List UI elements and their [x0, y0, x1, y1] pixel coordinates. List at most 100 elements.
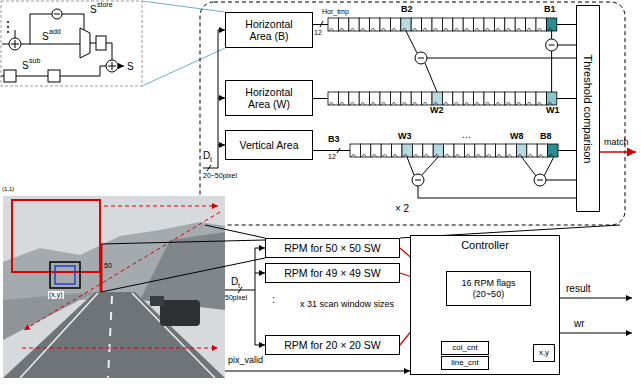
register-cell — [484, 92, 494, 105]
match-arrow — [600, 151, 636, 153]
subtractor-symbol — [546, 39, 558, 51]
block-label: Threshold comparison — [582, 54, 595, 163]
bus-name: Hor_tmp — [322, 8, 349, 16]
clock-mark — [495, 102, 500, 105]
comparator-block: Threshold comparison — [576, 5, 600, 212]
system-wires — [225, 371, 410, 372]
register-cell — [536, 92, 546, 105]
clock-mark — [350, 28, 355, 31]
signal-name: D — [203, 150, 210, 161]
input-bus — [313, 98, 328, 99]
register-cell — [546, 92, 556, 105]
block-label: Horizontal Area (W) — [237, 86, 301, 110]
clock-mark — [402, 102, 407, 105]
register-cell — [370, 18, 380, 31]
inset-circuit — [16, 76, 48, 77]
subtractor-symbol — [534, 174, 546, 186]
system-wires — [205, 225, 265, 238]
bus-width: 20~50pixel — [203, 172, 237, 180]
register-cell — [527, 144, 537, 157]
clock-mark — [361, 154, 366, 157]
shift-register — [328, 18, 557, 31]
inset-frame — [1, 1, 142, 86]
clock-mark — [351, 154, 356, 157]
subtractor-wires — [422, 157, 438, 175]
clock-mark — [528, 154, 533, 157]
adder-symbol — [106, 60, 118, 72]
shift-register — [328, 18, 558, 157]
subtractor-symbol — [549, 45, 555, 46]
input-bus — [218, 98, 225, 99]
scan-window — [55, 266, 75, 284]
register-cell — [359, 92, 369, 105]
register-cell — [526, 18, 536, 31]
tap-label: B2 — [401, 5, 413, 15]
scan-window — [50, 262, 80, 288]
clock-mark — [454, 102, 459, 105]
clock-mark — [547, 102, 552, 105]
register-cell — [463, 18, 473, 31]
clock-mark — [433, 102, 438, 105]
signal-name: S — [42, 31, 49, 42]
bus-width: 12 — [328, 153, 336, 161]
tap-label: B1 — [544, 5, 556, 15]
tap-label: W3 — [398, 132, 412, 142]
register-cell — [515, 18, 525, 31]
note: x 31 scan window sizes — [300, 300, 394, 310]
clock-mark — [412, 102, 417, 105]
register-cell — [328, 18, 338, 31]
input-bus — [203, 30, 218, 168]
clock-mark — [549, 154, 554, 157]
register-cell — [432, 92, 442, 105]
register-cell — [475, 144, 485, 157]
system-wires — [255, 345, 265, 346]
subtractor-wires — [544, 157, 554, 176]
clock-mark — [517, 154, 522, 157]
register-cell — [411, 92, 421, 105]
subtractor-wires — [407, 157, 414, 175]
subtractor-symbol — [418, 58, 424, 59]
block-label: RPM for 49 × 49 SW — [284, 267, 381, 279]
clock-mark — [495, 28, 500, 31]
block-label: RPM for 20 × 20 SW — [284, 339, 381, 351]
zoom-leader — [142, 48, 225, 86]
register-cell — [349, 92, 359, 105]
register-cell — [422, 18, 432, 31]
block-label: Vertical Area — [240, 139, 299, 151]
rpm-block: RPM for 50 × 50 SW — [265, 238, 400, 258]
register-cell — [338, 18, 348, 31]
multiplier-note: × 2 — [395, 203, 409, 214]
road-photo — [20, 293, 98, 378]
clock-mark — [423, 28, 428, 31]
subtractor-wires — [558, 45, 576, 46]
register-cell — [453, 18, 463, 31]
register-cell — [422, 92, 432, 105]
road-photo — [3, 196, 225, 378]
clock-mark — [433, 28, 438, 31]
road-photo — [24, 212, 220, 330]
area-block: Horizontal Area (W) — [225, 80, 313, 116]
subtractor-symbol — [537, 180, 543, 181]
signal-name: D — [231, 276, 238, 287]
register-cell — [338, 92, 348, 105]
subtractor-wires — [427, 58, 576, 59]
input-bus — [207, 165, 211, 171]
counter-box: line_cnt — [441, 356, 489, 370]
clock-mark — [464, 28, 469, 31]
clock-mark — [527, 102, 532, 105]
register-cell — [370, 92, 380, 105]
clock-mark — [339, 102, 344, 105]
register-cell — [423, 144, 433, 157]
clock-mark — [455, 154, 460, 157]
register-cell — [505, 18, 515, 31]
register-cell — [444, 144, 454, 157]
inset-circuit — [90, 43, 96, 44]
clock-mark — [527, 28, 532, 31]
subtractor-wires — [406, 25, 576, 199]
inset-circuit — [15, 40, 16, 48]
area-block: Vertical Area — [225, 130, 313, 160]
register-cell — [390, 18, 400, 31]
block-label: Horizontal Area (B) — [237, 18, 301, 42]
clock-mark — [537, 102, 542, 105]
register-cell — [505, 92, 515, 105]
